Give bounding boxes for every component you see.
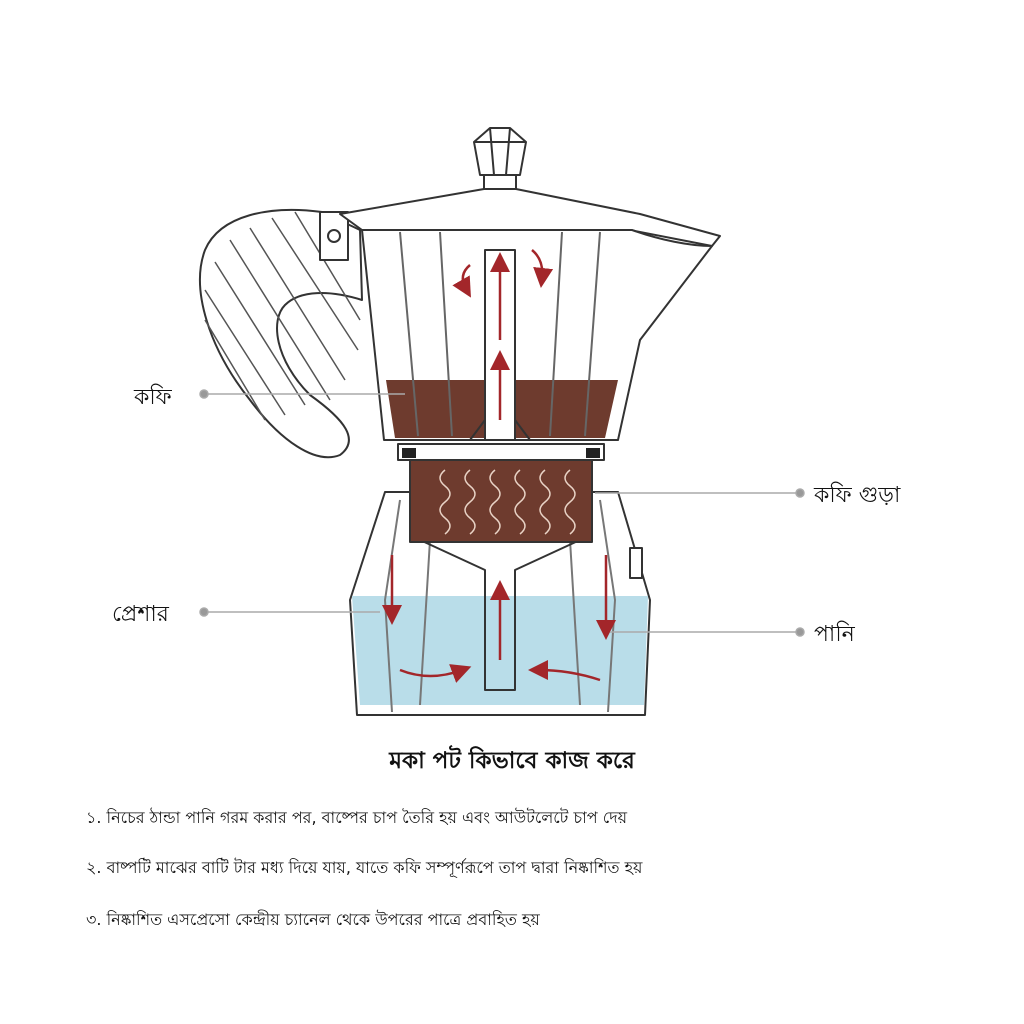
label-water: পানি: [814, 622, 855, 647]
coffee-grounds-basket: [409, 459, 593, 543]
leader-lines: [199, 389, 805, 637]
lid-knob: [473, 127, 527, 190]
step-3: ৩. নিষ্কাশিত এসপ্রেসো কেন্দ্রীয় চ্যানেল…: [86, 910, 540, 929]
label-coffee: কফি: [134, 385, 172, 410]
upper-chamber: [361, 229, 713, 441]
label-pressure: প্রেশার: [112, 602, 169, 627]
diagram-title: মকা পট কিভাবে কাজ করে: [389, 748, 635, 774]
gasket: [397, 443, 605, 461]
handle: [199, 208, 363, 459]
step-2: ২. বাষ্পটি মাঝের বাটি টার মধ্য দিয়ে যায…: [86, 858, 643, 877]
flow-arrows: [382, 249, 616, 683]
step-1: ১. নিচের ঠান্ডা পানি গরম করার পর, বাষ্পে…: [86, 808, 628, 827]
label-coffee-grounds: কফি গুড়া: [814, 483, 901, 508]
